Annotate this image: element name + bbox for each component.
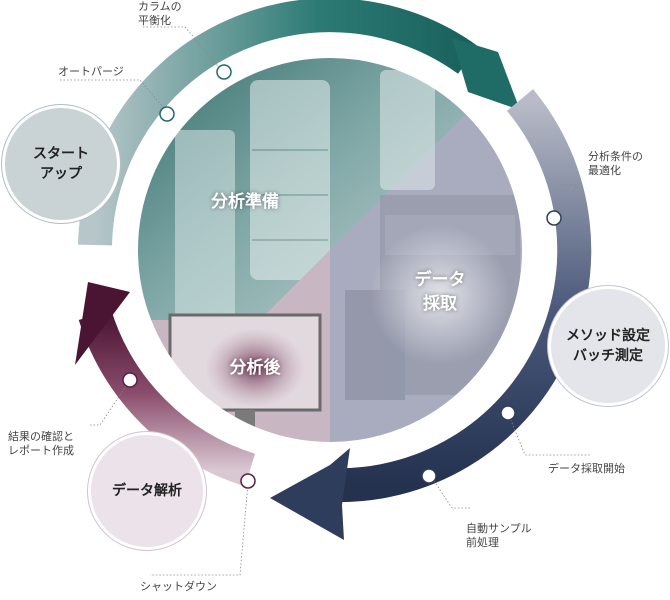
step-dot-autopurge xyxy=(159,106,175,122)
step-dot-shutdown xyxy=(240,473,256,489)
step-label-autopurge: オートパージ xyxy=(58,65,124,78)
stage-method: メソッド設定 バッチ測定 xyxy=(548,286,668,406)
glassware-illustration xyxy=(175,70,435,320)
ring-arrow-navy xyxy=(270,448,350,540)
center-label-post: 分析後 xyxy=(229,358,281,378)
step-dot-auto-sample xyxy=(421,468,437,484)
stage-analysis: データ解析 xyxy=(88,432,206,550)
step-dot-equilibrate xyxy=(216,64,232,80)
step-label-acq-start: データ採取開始 xyxy=(548,462,625,475)
step-label-report: 結果の確認と レポート作成 xyxy=(8,430,74,457)
step-dot-optimize xyxy=(546,210,562,226)
stage-startup: スタート アップ xyxy=(2,105,120,223)
step-dot-acq-start xyxy=(500,405,516,421)
inner-border xyxy=(132,52,528,448)
ring-arrow-plum xyxy=(75,282,130,365)
ring-arc-plum xyxy=(78,309,256,487)
step-label-optimize: 分析条件の 最適化 xyxy=(588,150,643,177)
step-label-auto-sample: 自動サンプル 前処理 xyxy=(466,522,532,549)
step-label-equilibrate: カラムの 平衡化 xyxy=(138,0,182,27)
inner-disc xyxy=(135,55,525,445)
ring-arrow-teal xyxy=(452,38,520,110)
acquire-glow xyxy=(370,225,510,365)
step-label-shutdown: シャットダウン xyxy=(140,580,217,593)
step-dot-report xyxy=(122,372,138,388)
center-label-prep: 分析準備 xyxy=(211,192,279,212)
leader-lines xyxy=(60,26,590,576)
post-glow xyxy=(205,328,305,408)
center-label-acquire: データ 採取 xyxy=(414,270,466,314)
